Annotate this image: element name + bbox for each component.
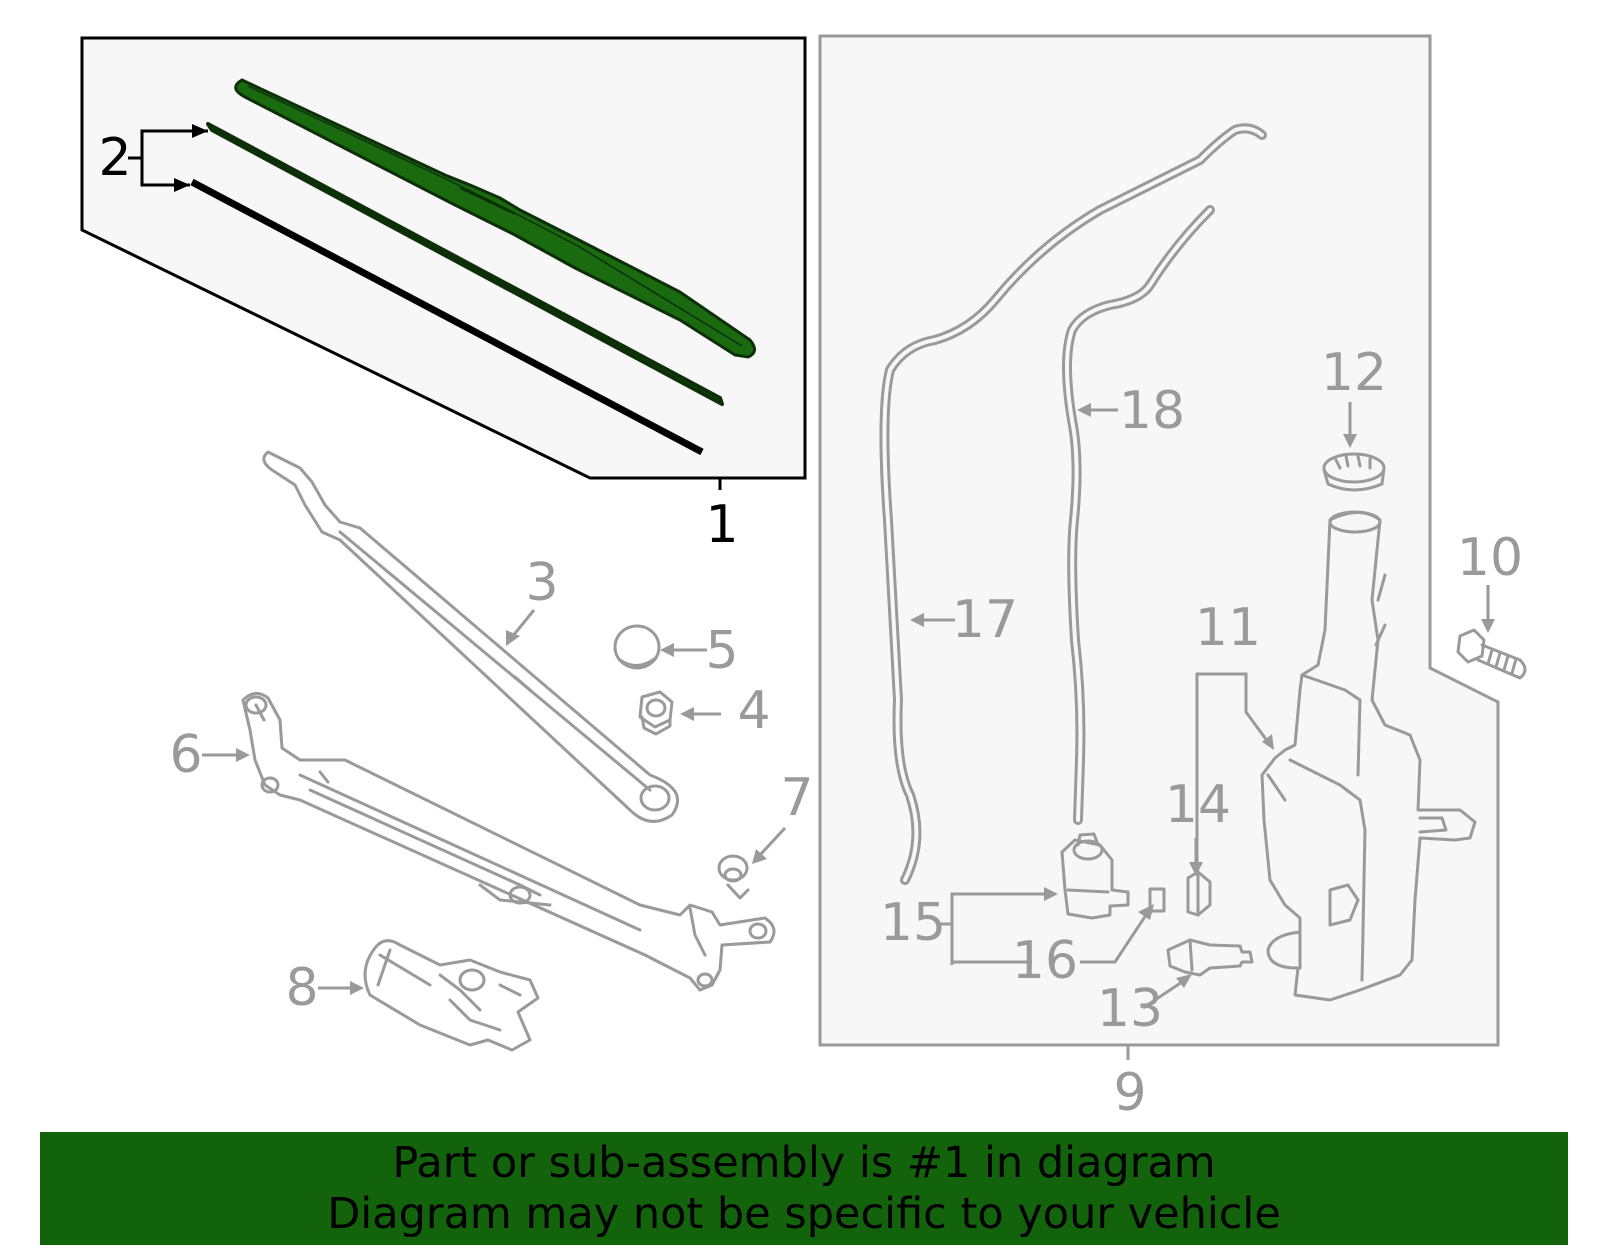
callout-10: 10 — [1457, 528, 1523, 588]
hose-short[interactable] — [1062, 205, 1215, 825]
callout-15: 15 — [880, 893, 946, 953]
washer-assembly-box — [818, 34, 1500, 1047]
callout-9: 9 — [1113, 1063, 1146, 1123]
callout-8: 8 — [285, 958, 318, 1018]
bolt[interactable] — [1456, 628, 1527, 680]
wiper-blade[interactable] — [234, 78, 756, 359]
blade-refill-black[interactable] — [190, 178, 704, 456]
washer-pump[interactable] — [1060, 832, 1130, 920]
wiper-arm[interactable] — [262, 450, 680, 823]
callout-1: 1 — [705, 495, 738, 555]
cap[interactable] — [613, 624, 661, 670]
callout-3: 3 — [525, 553, 558, 613]
callout-4: 4 — [737, 681, 770, 741]
callout-11: 11 — [1195, 598, 1261, 658]
reservoir-cap[interactable] — [1322, 452, 1386, 492]
callout-12: 12 — [1321, 343, 1387, 403]
grommet[interactable] — [1148, 887, 1166, 913]
callout-7: 7 — [780, 768, 813, 828]
callout-13: 13 — [1097, 979, 1163, 1039]
blade-assembly-box — [80, 36, 807, 480]
banner-line-1: Part or sub-assembly is #1 in diagram — [392, 1137, 1216, 1188]
blade-refill-green[interactable] — [206, 122, 724, 406]
callout-16: 16 — [1012, 931, 1078, 991]
gray-arrowheads — [236, 403, 1495, 995]
callout-6: 6 — [169, 725, 202, 785]
callout-17: 17 — [952, 590, 1018, 650]
clip[interactable] — [717, 854, 750, 900]
washer-reservoir[interactable] — [1260, 510, 1477, 1002]
callout-2-leader — [128, 129, 208, 187]
info-banner: Part or sub-assembly is #1 in diagram Di… — [40, 1132, 1568, 1245]
wiper-linkage[interactable] — [241, 692, 776, 992]
wiper-motor[interactable] — [363, 939, 540, 1052]
callout-14: 14 — [1165, 775, 1231, 835]
level-sensor[interactable] — [1166, 938, 1254, 977]
banner-line-2: Diagram may not be specific to your vehi… — [327, 1188, 1281, 1239]
callout-5: 5 — [705, 621, 738, 681]
callout-18: 18 — [1119, 381, 1185, 441]
hose-long[interactable] — [879, 123, 1267, 885]
callout-2: 2 — [98, 128, 131, 188]
nut[interactable] — [638, 690, 674, 736]
